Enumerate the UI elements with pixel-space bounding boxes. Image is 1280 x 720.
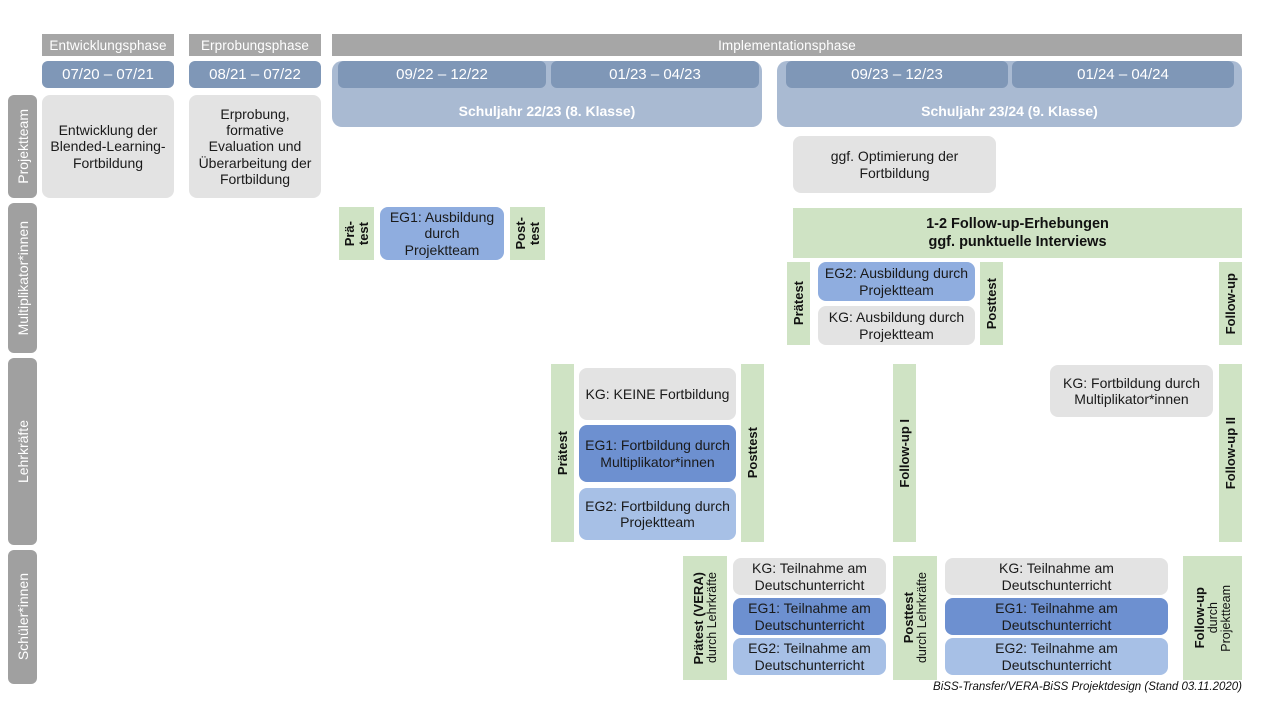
row-label-projektteam-text: Projektteam — [14, 109, 31, 184]
multiplikatoren-eg1-box: EG1: Ausbildung durch Projektteam — [380, 207, 504, 260]
period-bar-09-22-12-22: 09/22 – 12/22 — [338, 61, 546, 88]
lehrkraefte-praetest-text: Prätest — [554, 430, 570, 476]
schueler-followup-sub1: durch — [1205, 602, 1220, 634]
schueler-right-kg-box: KG: Teilnahme am Deutschunterricht — [945, 558, 1168, 595]
lehrkraefte-kg-fortbildung-box: KG: Fortbildung durch Multiplikator*inne… — [1050, 365, 1213, 417]
multiplikatoren-eg2-box: EG2: Ausbildung durch Projektteam — [818, 262, 975, 301]
multiplikatoren-followup-banner: 1-2 Follow-up-Erhebungen ggf. punktuelle… — [793, 208, 1242, 258]
lehrkraefte-eg1-box: EG1: Fortbildung durch Multiplikator*inn… — [579, 425, 736, 482]
projektteam-entwicklung-box: Entwicklung der Blended-Learning-Fortbil… — [42, 95, 174, 198]
multiplikatoren-praetest-left: test Prä- — [339, 207, 374, 260]
row-label-lehrkraefte-text: Lehrkräfte — [14, 419, 31, 484]
row-label-schuelerinnen-text: Schüler*innen — [14, 573, 31, 661]
schueler-left-kg-box: KG: Teilnahme am Deutschunterricht — [733, 558, 886, 595]
period-bar-08-21-07-22: 08/21 – 07/22 — [189, 61, 321, 88]
multiplikatoren-followup-banner-line2: ggf. punktuelle Interviews — [928, 234, 1107, 250]
row-label-lehrkraefte: Lehrkräfte — [8, 358, 37, 545]
schueler-praetest-vera: Prätest (VERA) durch Lehrkräfte — [683, 556, 727, 680]
lehrkraefte-followup-2-text: Follow-up II — [1222, 416, 1238, 490]
phase-bar-entwicklungsphase: Entwicklungsphase — [42, 34, 174, 56]
schueler-followup-sub2: Projektteam — [1219, 584, 1233, 652]
lehrkraefte-posttest-text: Posttest — [744, 427, 760, 479]
period-bar-01-24-04-24: 01/24 – 04/24 — [1012, 61, 1234, 88]
multiplikatoren-followup-banner-line1: 1-2 Follow-up-Erhebungen — [926, 215, 1109, 232]
lehrkraefte-followup-1-text: Follow-up I — [896, 418, 912, 488]
schueler-followup-title: Follow-up — [1191, 587, 1207, 649]
multiplikatoren-followup-right: Follow-up — [1219, 262, 1242, 345]
multiplikatoren-posttest-left-line1: Post- — [512, 217, 528, 250]
multiplikatoren-followup-right-text: Follow-up — [1222, 272, 1238, 335]
lehrkraefte-eg2-box: EG2: Fortbildung durch Projektteam — [579, 488, 736, 540]
lehrkraefte-praetest: Prätest — [551, 364, 574, 542]
projektteam-erprobung-box: Erprobung, formative Evaluation und Über… — [189, 95, 321, 198]
multiplikatoren-praetest-left-line2: test — [355, 221, 371, 246]
lehrkraefte-posttest: Posttest — [741, 364, 764, 542]
schueler-right-eg2-box: EG2: Teilnahme am Deutschunterricht — [945, 638, 1168, 675]
schueler-posttest-title: Posttest — [900, 592, 916, 644]
multiplikatoren-praetest-right: Prätest — [787, 262, 810, 345]
multiplikatoren-posttest-right: Posttest — [980, 262, 1003, 345]
row-label-schuelerinnen: Schüler*innen — [8, 550, 37, 684]
period-bar-01-23-04-23: 01/23 – 04/23 — [551, 61, 759, 88]
lehrkraefte-followup-1: Follow-up I — [893, 364, 916, 542]
multiplikatoren-posttest-left: test Post- — [510, 207, 545, 260]
schueler-left-eg1-box: EG1: Teilnahme am Deutschunterricht — [733, 598, 886, 635]
schueler-followup: Follow-up durch Projektteam — [1183, 556, 1242, 680]
schueler-left-eg2-box: EG2: Teilnahme am Deutschunterricht — [733, 638, 886, 675]
schueler-praetest-vera-title: Prätest (VERA) — [690, 571, 706, 665]
multiplikatoren-praetest-right-text: Prätest — [790, 281, 806, 326]
row-label-projektteam: Projektteam — [8, 95, 37, 198]
lehrkraefte-followup-2: Follow-up II — [1219, 364, 1242, 542]
phase-bar-implementationsphase: Implementationsphase — [332, 34, 1242, 56]
schueler-right-eg1-box: EG1: Teilnahme am Deutschunterricht — [945, 598, 1168, 635]
multiplikatoren-praetest-left-line1: Prä- — [341, 220, 357, 247]
schueler-posttest: Posttest durch Lehrkräfte — [893, 556, 937, 680]
multiplikatoren-posttest-right-text: Posttest — [983, 277, 999, 330]
phase-bar-erprobungsphase: Erprobungsphase — [189, 34, 321, 56]
schueler-praetest-vera-sub: durch Lehrkräfte — [704, 572, 719, 664]
multiplikatoren-kg-box: KG: Ausbildung durch Projektteam — [818, 306, 975, 345]
row-label-multiplikatorinnen: Multiplikator*innen — [8, 203, 37, 353]
schueler-posttest-sub: durch Lehrkräfte — [914, 572, 929, 664]
projektteam-optimierung-box: ggf. Optimierung der Fortbildung — [793, 136, 996, 193]
period-bar-07-20-07-21: 07/20 – 07/21 — [42, 61, 174, 88]
footer-caption: BiSS-Transfer/VERA-BiSS Projektdesign (S… — [933, 681, 1242, 693]
multiplikatoren-posttest-left-line2: test — [526, 221, 542, 246]
lehrkraefte-kg-keine-box: KG: KEINE Fortbildung — [579, 368, 736, 420]
row-label-multiplikatorinnen-text: Multiplikator*innen — [14, 220, 31, 336]
period-bar-09-23-12-23: 09/23 – 12/23 — [786, 61, 1008, 88]
